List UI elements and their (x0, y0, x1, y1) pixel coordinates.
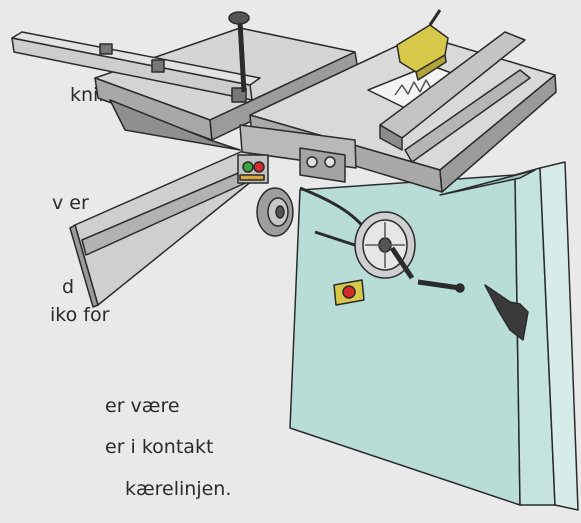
arrow-icon (484, 284, 529, 341)
switch-green-button (242, 161, 254, 173)
fence-rail (404, 69, 531, 163)
rip-fence-front (379, 124, 403, 151)
text-line-7: er i kontakt (105, 436, 214, 458)
extension-table-edge (69, 224, 99, 308)
saw-blade (394, 79, 433, 96)
blade-guard-side (415, 54, 447, 81)
switch-red-button (253, 161, 265, 173)
hand-wheel-icon (354, 211, 416, 280)
undercarriage (109, 99, 241, 151)
emergency-stop-icon (333, 279, 365, 306)
crosscut-fence-top (11, 31, 261, 86)
text-line-4: d (62, 276, 75, 298)
text-line-3: v er (52, 192, 89, 214)
cabinet-side-panel-2 (539, 161, 579, 511)
cabinet-top-edge (439, 169, 536, 196)
text-line-8: kærelinjen. (125, 478, 232, 500)
text-line-5: iko for (50, 304, 110, 326)
text-line-6: er være (105, 395, 180, 417)
saw-table-right (439, 74, 557, 193)
